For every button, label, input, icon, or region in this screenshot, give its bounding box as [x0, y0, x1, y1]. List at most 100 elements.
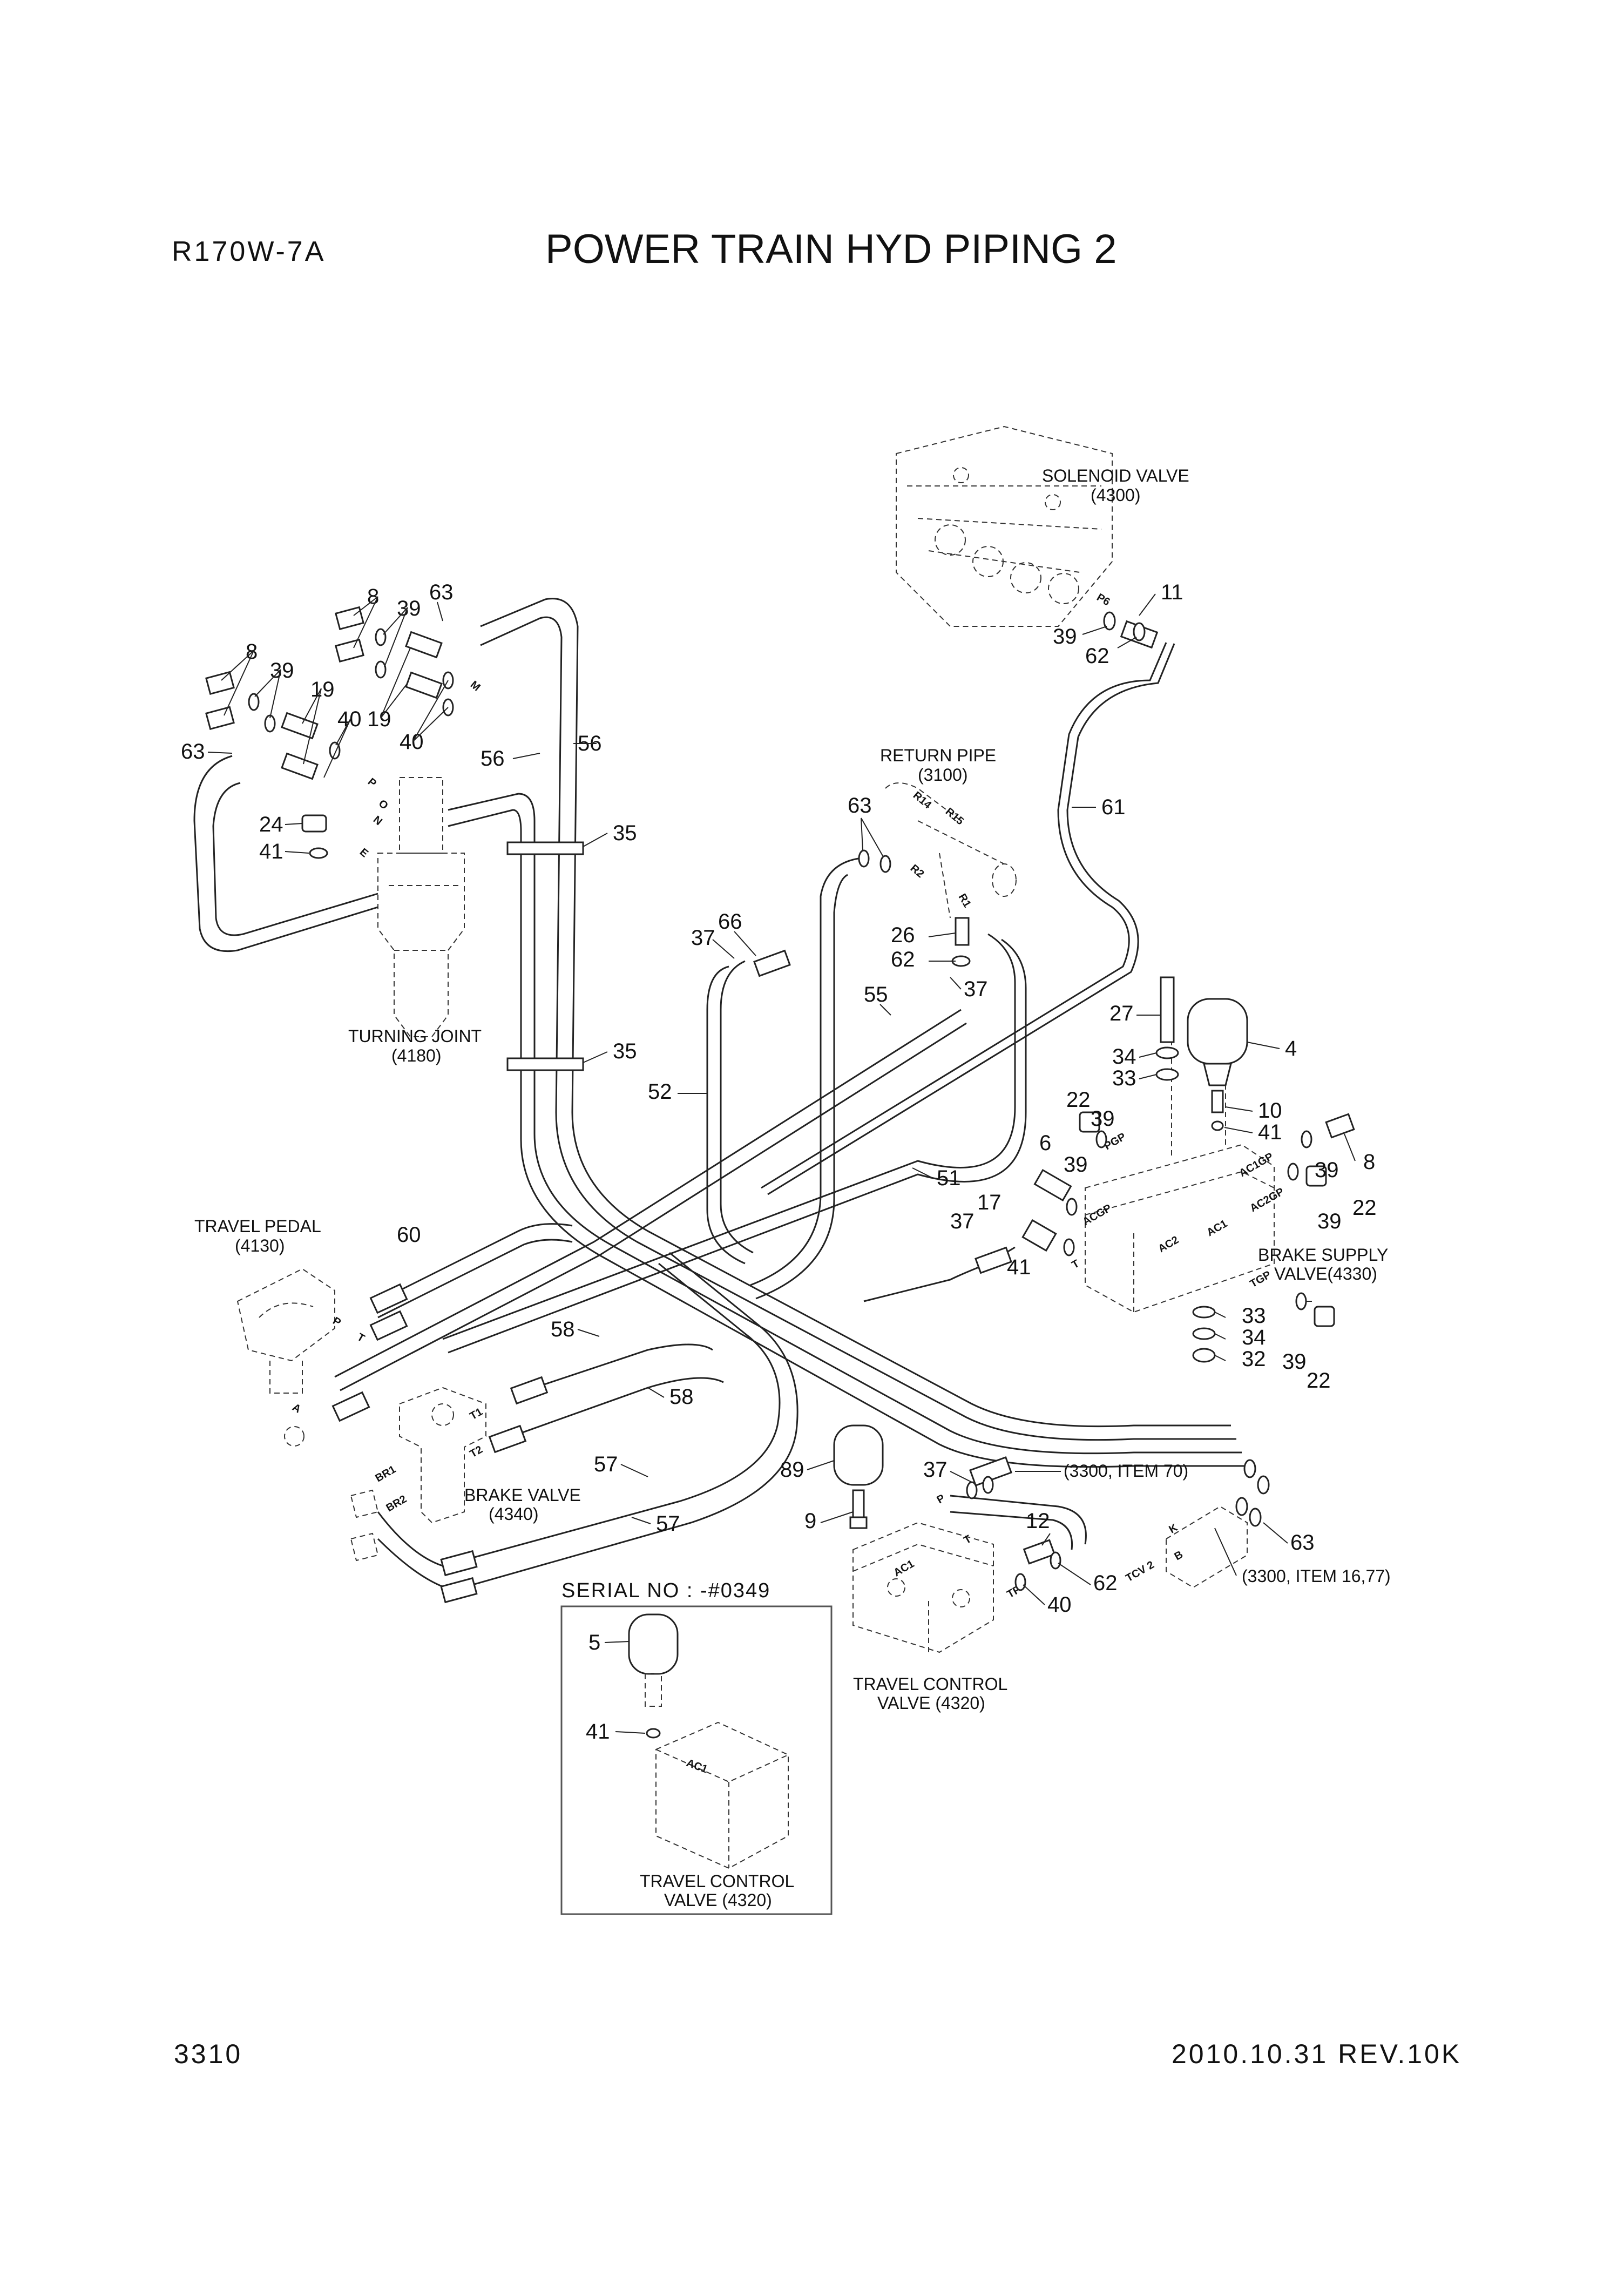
callout-22: 22	[1352, 1196, 1377, 1220]
callout-63: 63	[181, 740, 205, 763]
reference-item70: (3300, ITEM 70)	[1064, 1461, 1188, 1481]
port-r2: R2	[908, 862, 926, 880]
callout-19: 19	[310, 678, 335, 701]
callout-37: 37	[691, 926, 715, 950]
port-tgp: TGP	[1248, 1269, 1274, 1290]
port-r15: R15	[943, 806, 966, 827]
callout-41: 41	[1007, 1255, 1031, 1279]
callout-26: 26	[891, 923, 915, 947]
callout-63: 63	[429, 580, 454, 604]
pipe-60	[377, 1223, 573, 1302]
callout-34: 34	[1242, 1326, 1266, 1349]
turning-joint-name: TURNING JOINT	[348, 1026, 482, 1046]
travel-pedal	[236, 1268, 335, 1447]
callout-37: 37	[923, 1458, 948, 1482]
port-t1: T1	[468, 1406, 485, 1423]
callout-19: 19	[367, 707, 391, 731]
port-box-ac1: AC1	[685, 1757, 709, 1775]
port-ac2: AC2	[1156, 1234, 1181, 1255]
callout-39: 39	[1064, 1153, 1088, 1177]
port-t: T	[1070, 1258, 1082, 1271]
callout-22: 22	[1307, 1369, 1331, 1393]
pipe-57	[377, 1262, 781, 1567]
revision-date: 2010.10.31 REV.10K	[1172, 2039, 1462, 2069]
page-title: POWER TRAIN HYD PIPING 2	[545, 226, 1117, 272]
callout-63: 63	[848, 794, 872, 817]
port-pedal-t: T	[355, 1331, 367, 1344]
clamp-35-lower	[506, 1057, 584, 1071]
callout-40: 40	[400, 730, 424, 754]
callout-62: 62	[1093, 1571, 1118, 1595]
serial-box	[560, 1605, 833, 1915]
page-number: 3310	[174, 2039, 243, 2069]
serial-box-valve-ref: VALVE (4320)	[664, 1890, 772, 1910]
callout-35: 35	[613, 1039, 637, 1063]
return-pipe-ref: (3100)	[918, 765, 968, 785]
plug-22	[1305, 1165, 1327, 1187]
port-t2: T2	[468, 1444, 485, 1461]
brake-valve-ref: (4340)	[489, 1504, 539, 1524]
callout-39: 39	[1091, 1107, 1115, 1131]
callout-35: 35	[613, 821, 637, 845]
port-tcv2: TCV 2	[1124, 1559, 1156, 1584]
port-tj-m: M	[468, 679, 483, 694]
plug-22	[1079, 1111, 1100, 1133]
port-tcv-p: P	[935, 1492, 948, 1506]
callout-9: 9	[804, 1509, 816, 1533]
callout-41: 41	[586, 1720, 610, 1744]
return-pipe-name: RETURN PIPE	[880, 746, 996, 765]
callout-63: 63	[1290, 1531, 1315, 1555]
pipe-55	[334, 1009, 962, 1378]
callout-66: 66	[718, 910, 742, 934]
callout-33: 33	[1242, 1304, 1266, 1328]
port-ac1: AC1	[1205, 1218, 1230, 1239]
callout-39: 39	[397, 597, 421, 620]
turning-joint-fittings	[205, 606, 454, 859]
serial-box-valve	[655, 1721, 789, 1869]
callout-12: 12	[1026, 1509, 1050, 1533]
oring-39	[1103, 611, 1116, 631]
port-tj-p: P	[366, 776, 378, 789]
callout-58: 58	[551, 1317, 575, 1341]
port-pedal-p: P	[331, 1315, 343, 1329]
callout-39: 39	[1315, 1158, 1339, 1182]
return-pipe	[885, 782, 1017, 918]
callout-5: 5	[588, 1631, 600, 1654]
bolt-27	[1160, 976, 1175, 1043]
oring-62	[1133, 622, 1146, 641]
callout-51: 51	[937, 1166, 961, 1190]
callout-37: 37	[950, 1209, 975, 1233]
callout-61: 61	[1101, 795, 1126, 819]
pipe-item70	[950, 1495, 1087, 1545]
fitting-66	[753, 949, 791, 977]
pipe-56	[480, 598, 1231, 1428]
callout-58: 58	[669, 1385, 694, 1409]
serial-box-valve-name: TRAVEL CONTROL	[640, 1871, 794, 1891]
callout-57: 57	[594, 1452, 618, 1476]
callout-39: 39	[1282, 1350, 1307, 1374]
serial-box-title: SERIAL NO : -#0349	[561, 1579, 770, 1602]
port-pedal-a: A	[290, 1401, 303, 1415]
brake-supply-valve-name: BRAKE SUPPLY	[1258, 1245, 1388, 1265]
solenoid-valve-ref: (4300)	[1091, 485, 1141, 505]
callout-33: 33	[1112, 1066, 1136, 1090]
accumulator-4	[1187, 998, 1248, 1113]
port-tj-o: O	[376, 798, 390, 812]
oring-41	[646, 1728, 661, 1739]
callout-24: 24	[259, 813, 283, 836]
accumulator-89	[833, 1424, 884, 1529]
callout-6: 6	[1039, 1131, 1051, 1155]
callout-39: 39	[270, 659, 294, 683]
brake-valve-name: BRAKE VALVE	[464, 1485, 581, 1505]
port-tj-n: N	[371, 814, 384, 828]
callout-27: 27	[1109, 1002, 1134, 1025]
callout-40: 40	[1047, 1593, 1072, 1617]
callout-37: 37	[964, 977, 988, 1001]
port-r14: R14	[911, 789, 934, 812]
callout-57: 57	[656, 1512, 680, 1536]
callout-55: 55	[864, 983, 888, 1006]
reference-item1677: (3300, ITEM 16,77)	[1242, 1566, 1391, 1586]
callout-41: 41	[259, 840, 283, 863]
callout-89: 89	[780, 1458, 804, 1482]
